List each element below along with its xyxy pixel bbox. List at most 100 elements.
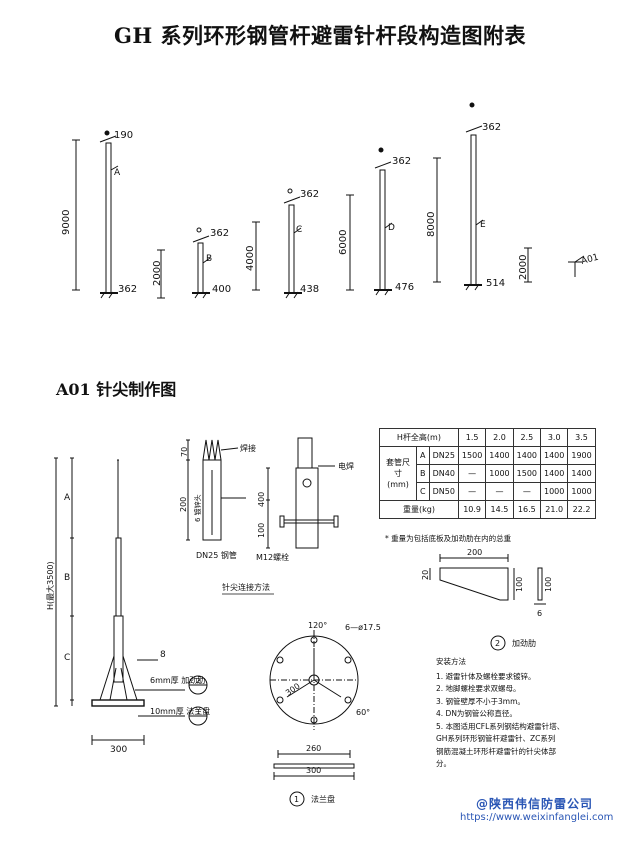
table-cell: DN40 <box>428 464 459 483</box>
document-title: GH 系列环形钢管杆避雷针杆段构造图附表 <box>113 23 527 48</box>
table-cell: C <box>416 482 430 501</box>
table-cell: 22.2 <box>567 500 596 519</box>
table-cell: 2.5 <box>512 428 542 447</box>
flange-caption: 法兰盘 <box>311 794 335 804</box>
segment-b-label: B <box>64 573 70 583</box>
install-heading: 安装方法 <box>436 657 466 666</box>
table-cell: 1400 <box>567 464 596 483</box>
install-item: 分。 <box>436 759 451 768</box>
flange-dim-260: 260 <box>306 744 321 753</box>
table-cell: 1400 <box>485 446 514 465</box>
table-row-label: 套管尺寸 (mm) <box>379 446 417 501</box>
rib-detail-drawing <box>429 554 546 651</box>
table-cell: 14.5 <box>485 500 514 519</box>
rib-ref: 2 <box>196 677 200 685</box>
table-cell: 1500 <box>512 464 542 483</box>
pole-c-base-dim: 438 <box>300 284 319 295</box>
pole-b-letter: B <box>206 254 212 264</box>
table-cell: 2.0 <box>485 428 514 447</box>
pole-c-top-dim: 362 <box>300 189 319 200</box>
dim-70: 70 <box>180 447 189 457</box>
weld-label: 焊接 <box>240 443 256 453</box>
install-item: 1. 避雷针体及螺栓要求镀锌。 <box>436 671 536 681</box>
flange-radius: 300 <box>284 682 302 698</box>
dim-400: 400 <box>257 492 266 507</box>
flange-holes: 6—ø17.5 <box>345 623 381 632</box>
watermark-company: @陕西伟信防雷公司 <box>476 797 594 811</box>
table-weight-label: 重量(kg) <box>379 500 459 519</box>
rib-label: 6mm厚 加劲肋 <box>150 675 205 685</box>
table-row: 套管尺寸 (mm) A DN25 1500 1400 1400 1400 190… <box>379 446 596 501</box>
table-cell: — <box>485 482 514 501</box>
table-cell: 1000 <box>567 482 596 501</box>
table-cell: — <box>457 464 487 483</box>
table-cell: 3.5 <box>567 428 596 447</box>
table-row: B DN40 — 1000 1500 1400 1400 <box>380 464 596 483</box>
pole-e-height: 8000 <box>426 212 437 237</box>
pole-c-letter: C <box>296 225 302 235</box>
flange-plate-drawing <box>269 630 359 807</box>
watermark-url: https://www.weixinfanglei.com <box>460 812 614 823</box>
pole-a01-height: 2000 <box>518 255 529 280</box>
connection-caption: 针尖连接方法 <box>222 582 270 592</box>
flange-ref: 1 <box>196 708 200 716</box>
flange-angle-top: 120° <box>308 621 327 630</box>
install-item: 2. 地脚螺栓要求双螺母。 <box>436 684 521 693</box>
base-width: 300 <box>110 745 127 755</box>
install-item: 3. 钢管壁厚不小于3mm。 <box>436 696 525 706</box>
table-cell: 1.5 <box>457 428 487 447</box>
tip-elevation-drawing <box>54 457 208 745</box>
table-cell: — <box>457 482 487 501</box>
pole-d-base-dim: 476 <box>395 282 414 293</box>
pole-a01-letter: A01 <box>580 253 600 267</box>
table-cell: 1500 <box>457 446 487 465</box>
pole-d-height: 6000 <box>338 230 349 255</box>
flange-label: 10mm厚 法兰盘 <box>150 706 210 716</box>
pole-e-base-dim: 514 <box>486 278 505 289</box>
install-item: 4. DN为钢管公称直径。 <box>436 709 517 718</box>
table-cell: 1400 <box>539 464 569 483</box>
table-cell: DN25 <box>428 446 459 465</box>
table-row: H杆全高(m) 1.5 2.0 2.5 3.0 3.5 <box>379 428 596 447</box>
tip-label: 6 镀锌头 <box>193 494 202 522</box>
pipe-label: DN25 钢管 <box>196 550 237 560</box>
pole-e-top-dim: 362 <box>482 122 501 133</box>
table-cell: 1900 <box>567 446 596 465</box>
rib-height-dim-2: 100 <box>544 577 553 592</box>
install-notes: 安装方法 1. 避雷针体及螺栓要求镀锌。 2. 地脚螺栓要求双螺母。 3. 钢管… <box>436 656 564 771</box>
rib-caption: 加劲肋 <box>512 638 536 648</box>
bolt-label: M12螺栓 <box>256 552 289 562</box>
pole-d-letter: D <box>388 223 395 233</box>
flange-ref-number: 1 <box>294 795 299 804</box>
dim-200: 200 <box>179 497 188 512</box>
rib-number: 8 <box>160 650 166 660</box>
pole-a-top-dim: 190 <box>114 130 133 141</box>
table-cell: 10.9 <box>457 500 487 519</box>
table-row: 重量(kg) 10.9 14.5 16.5 21.0 22.2 <box>379 500 596 519</box>
table-cell: 1000 <box>485 464 514 483</box>
pole-a-height: 9000 <box>61 210 72 235</box>
install-item: GH系列环形钢管杆避雷针、ZC系列 <box>436 734 556 743</box>
segment-a-label: A <box>64 493 71 503</box>
table-cell: DN50 <box>428 482 459 501</box>
height-label: H(最大3500) <box>45 561 55 610</box>
table-cell: B <box>416 464 430 483</box>
spec-table: H杆全高(m) 1.5 2.0 2.5 3.0 3.5 套管尺寸 (mm) A … <box>379 428 596 519</box>
pole-d-top-dim: 362 <box>392 156 411 167</box>
section-title: A01 针尖制作图 <box>56 380 177 399</box>
rib-thickness: 6 <box>537 609 542 618</box>
rib-height-dim: 100 <box>515 577 524 592</box>
pole-b-top-dim: 362 <box>210 228 229 239</box>
pole-b-height: 2000 <box>152 261 163 286</box>
table-cell: 16.5 <box>512 500 542 519</box>
table-note: * 重量为包括底板及加劲肋在内的总重 <box>385 534 512 543</box>
rib-ref-number: 2 <box>495 639 500 648</box>
table-cell: 21.0 <box>539 500 569 519</box>
flange-dim-300: 300 <box>306 766 321 775</box>
pole-a-letter: A <box>114 168 121 178</box>
tip-connection-drawing <box>186 437 339 549</box>
segment-c-label: C <box>64 653 70 663</box>
rib-top-dim: 200 <box>467 548 482 557</box>
table-cell: — <box>512 482 542 501</box>
table-cell: 3.0 <box>539 428 569 447</box>
